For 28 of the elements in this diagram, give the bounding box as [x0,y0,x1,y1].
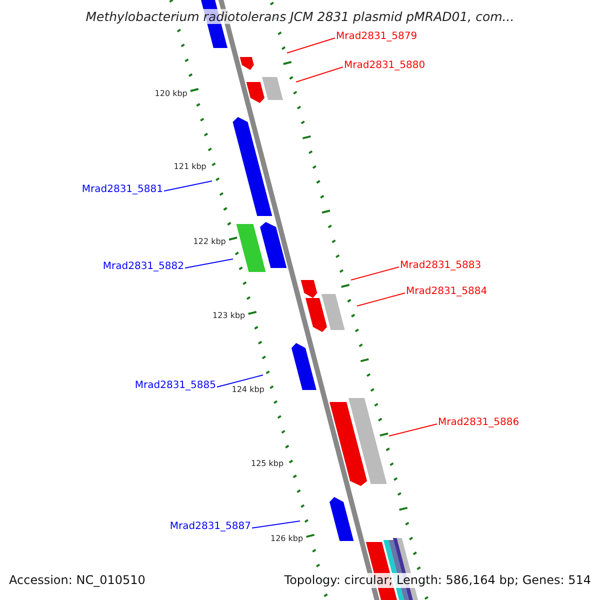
gene-label: Mrad2831_5879 [336,31,418,43]
leader-line [350,266,400,280]
tick-label: 120 kbp [154,89,188,99]
leader-line [164,180,212,192]
leader-line [286,38,336,54]
tick-label: 124 kbp [232,385,264,395]
leader-line [252,520,300,528]
title: Methylobacterium radiotolerans JCM 2831 plasmid pMRAD01, com... [86,9,514,24]
leader-line [184,258,234,268]
gene-label: Mrad2831_5885 [134,380,216,392]
leader-line [356,292,406,306]
leader-line [388,424,438,436]
gene-label: Mrad2831_5881 [82,184,163,196]
tick-label: 125 kbp [250,459,284,469]
tick-label: 121 kbp [174,162,206,172]
leader-line [296,66,344,82]
tick-label: 122 kbp [193,237,226,247]
gene-label: Mrad2831_5880 [344,60,426,72]
gene-label: Mrad2831_5884 [406,286,488,298]
info-text: Topology: circular; Length: 586,164 bp; Genes: 514 [284,573,591,588]
tick-label: 123 kbp [212,311,246,321]
gene-label: Mrad2831_5886 [438,417,520,429]
gene-label: Mrad2831_5882 [102,261,184,273]
gene-label: Mrad2831_5887 [170,521,251,533]
info-text: Accession: NC_010510 [9,573,146,588]
gene-label: Mrad2831_5883 [400,260,482,272]
leader-line [216,374,264,388]
tick-label: 126 kbp [270,534,304,544]
